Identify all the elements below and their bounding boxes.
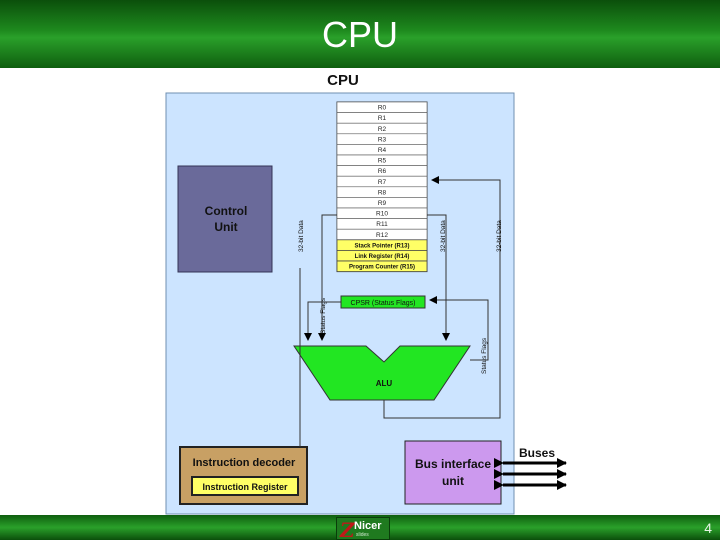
special-register-label: Link Register (R14): [355, 254, 410, 260]
register-label: R11: [376, 221, 388, 228]
bus-interface-unit: [404, 440, 502, 505]
register-label: R10: [376, 211, 388, 218]
connection-lines: [299, 176, 501, 447]
label-data-left: 32-bit Data: [298, 220, 305, 252]
instruction-register: [191, 476, 299, 496]
register-label: R8: [378, 189, 387, 196]
bus-interface-label-1: Bus interface: [415, 457, 491, 471]
register-label: R2: [378, 126, 387, 133]
instruction-register-label: Instruction Register: [202, 482, 288, 492]
special-register-label: Program Counter (R15): [349, 265, 415, 271]
alu-shape: [293, 345, 471, 401]
logo-subtext: slides: [356, 532, 369, 538]
label-status-left: Status Flags: [320, 297, 327, 334]
register-label: R9: [378, 200, 387, 207]
control-unit-label-1: Control: [205, 204, 248, 218]
bus-lines: [494, 458, 567, 490]
diagram-title: CPU: [327, 72, 359, 89]
register-label: R7: [378, 179, 387, 186]
control-unit: [177, 165, 273, 273]
page-number: 4: [704, 520, 712, 536]
register-label: R4: [378, 147, 387, 154]
line-status-left: [304, 301, 341, 341]
register-label: R3: [378, 136, 387, 143]
line-status-right: [429, 296, 489, 361]
register-label: R0: [378, 105, 387, 112]
control-unit-label-2: Unit: [214, 220, 237, 234]
buses-label: Buses: [519, 446, 555, 460]
slide-footer: Z Nicer slides 4: [0, 515, 720, 542]
special-register-label: Stack Pointer (R13): [354, 243, 409, 249]
cpsr-label: CPSR (Status Flags): [351, 300, 416, 307]
register-label: R5: [378, 158, 387, 165]
label-status-right: Status Flags: [481, 337, 488, 374]
line-data-mid: [427, 214, 450, 341]
register-label: R1: [378, 115, 387, 122]
label-data-mid: 32-bit Data: [440, 220, 447, 252]
bus-interface-label-2: unit: [442, 474, 464, 488]
slide-header: CPU: [0, 0, 720, 68]
special-register-row: [336, 260, 428, 273]
line-data-right: [383, 176, 501, 419]
nicer-slides-logo: Z Nicer slides: [336, 517, 390, 542]
line-data-left: [318, 214, 337, 341]
logo-text: Nicer: [354, 520, 382, 532]
slide-title: CPU: [321, 14, 398, 55]
alu-label: ALU: [376, 379, 393, 388]
label-data-right: 32-bit Data: [496, 220, 503, 252]
register-label: R12: [376, 232, 388, 239]
logo-z-icon: Z: [340, 518, 355, 542]
instruction-decoder-label: Instruction decoder: [193, 457, 296, 469]
register-label: R6: [378, 168, 387, 175]
